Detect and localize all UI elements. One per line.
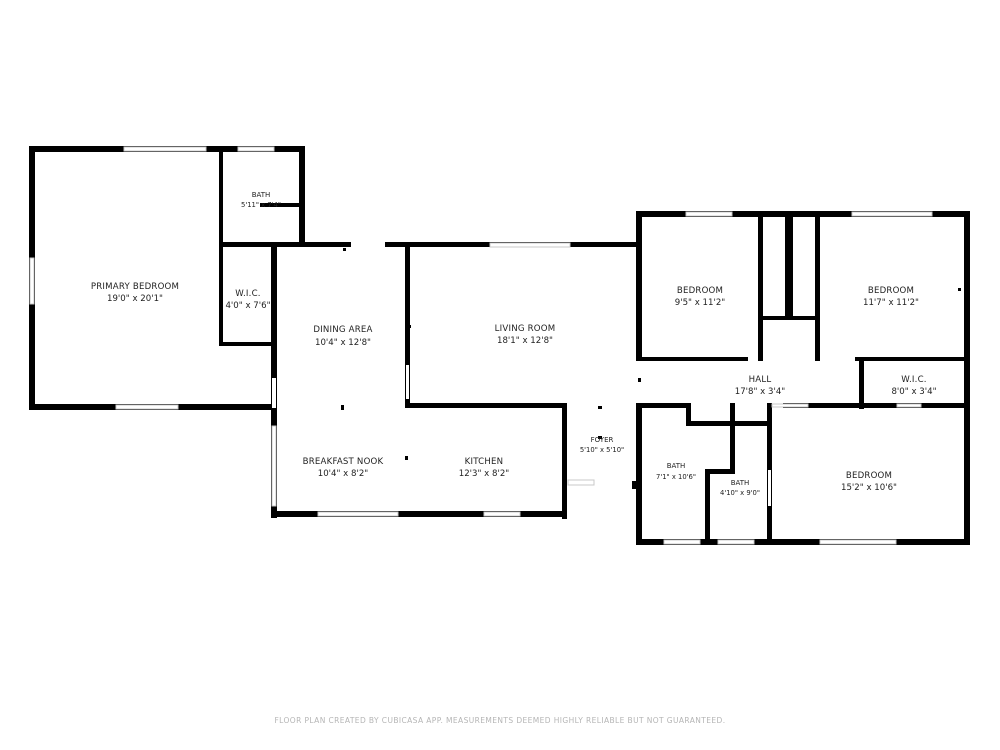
room-dims-wic-primary: 4'0" x 7'6" — [225, 301, 270, 311]
room-dims-bedroom-4: 15'2" x 10'6" — [841, 483, 897, 493]
windows — [29, 146, 933, 545]
room-dims-bath-primary: 5'11" x 7'4" — [241, 201, 281, 209]
room-name-bath-primary: BATH — [252, 191, 271, 199]
room-labels: PRIMARY BEDROOM 19'0" x 20'1" BATH 5'11"… — [91, 191, 937, 497]
room-dims-bath-3: 4'10" x 9'0" — [720, 489, 760, 497]
room-dims-living-room: 18'1" x 12'8" — [497, 336, 553, 346]
room-dims-wic-2: 8'0" x 3'4" — [891, 387, 936, 397]
room-name-bath-3: BATH — [731, 479, 750, 487]
door-markers — [341, 248, 961, 489]
room-name-bedroom-2: BEDROOM — [677, 286, 723, 296]
room-name-bath-2: BATH — [667, 462, 686, 470]
room-name-bedroom-4: BEDROOM — [846, 471, 892, 481]
room-name-hall: HALL — [749, 375, 772, 385]
room-dims-bath-2: 7'1" x 10'6" — [656, 473, 696, 481]
room-dims-bedroom-2: 9'5" x 11'2" — [675, 298, 726, 308]
room-name-living-room: LIVING ROOM — [495, 324, 556, 334]
room-name-dining-area: DINING AREA — [313, 325, 372, 335]
footer-disclaimer: FLOOR PLAN CREATED BY CUBICASA APP. MEAS… — [274, 716, 726, 725]
room-name-foyer: FOYER — [591, 436, 614, 444]
room-dims-dining-area: 10'4" x 12'8" — [315, 338, 371, 348]
room-name-wic-primary: W.I.C. — [235, 289, 260, 299]
room-dims-primary-bedroom: 19'0" x 20'1" — [107, 294, 163, 304]
room-name-kitchen: KITCHEN — [465, 457, 504, 467]
room-dims-bedroom-3: 11'7" x 11'2" — [863, 298, 919, 308]
room-name-wic-2: W.I.C. — [901, 375, 926, 385]
room-dims-breakfast-nook: 10'4" x 8'2" — [318, 469, 369, 479]
room-name-breakfast-nook: BREAKFAST NOOK — [303, 457, 384, 467]
room-dims-kitchen: 12'3" x 8'2" — [459, 469, 510, 479]
room-name-bedroom-3: BEDROOM — [868, 286, 914, 296]
room-dims-foyer: 5'10" x 5'10" — [580, 446, 624, 454]
room-dims-hall: 17'8" x 3'4" — [735, 387, 786, 397]
room-name-primary-bedroom: PRIMARY BEDROOM — [91, 282, 179, 292]
